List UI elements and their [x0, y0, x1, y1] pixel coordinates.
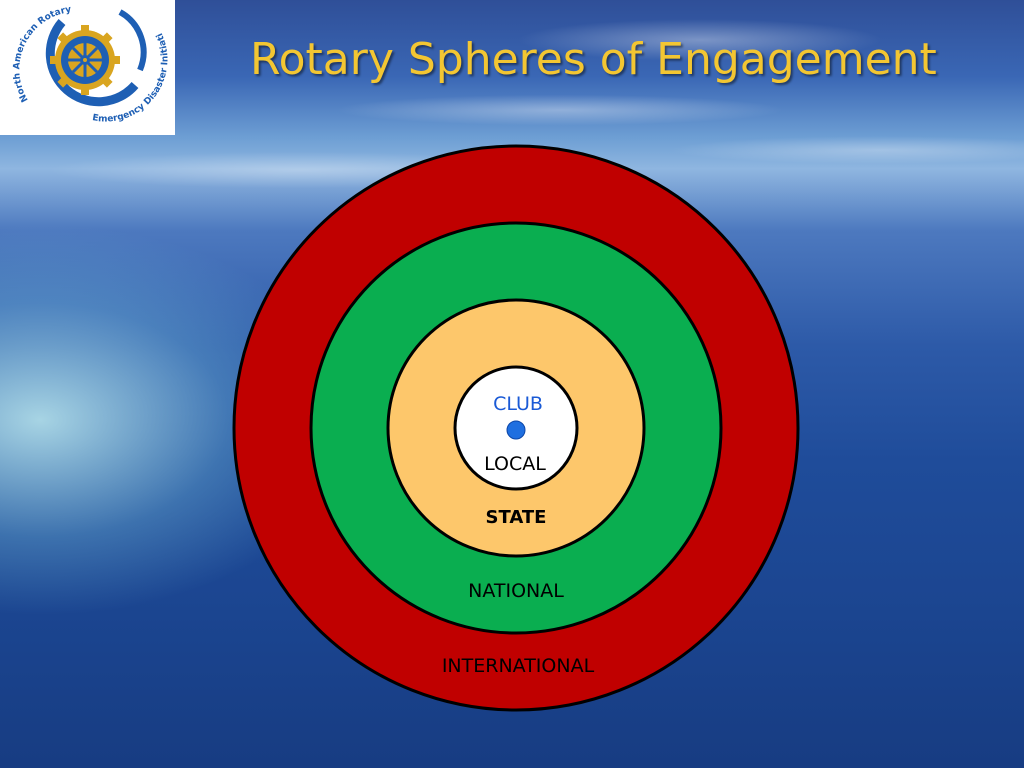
logo-swoosh	[45, 19, 139, 107]
club-dot	[506, 420, 526, 440]
rotary-logo: North American Rotary Emergency Disaster…	[0, 0, 175, 135]
label-club: CLUB	[493, 393, 543, 415]
logo-graphic: North American Rotary Emergency Disaster…	[0, 0, 170, 125]
slide-title: Rotary Spheres of Engagement	[250, 34, 937, 85]
label-international: INTERNATIONAL	[442, 655, 595, 677]
label-state: STATE	[486, 507, 547, 528]
label-national: NATIONAL	[468, 580, 564, 602]
label-local: LOCAL	[484, 453, 546, 475]
logo-swoosh-small	[118, 9, 147, 72]
